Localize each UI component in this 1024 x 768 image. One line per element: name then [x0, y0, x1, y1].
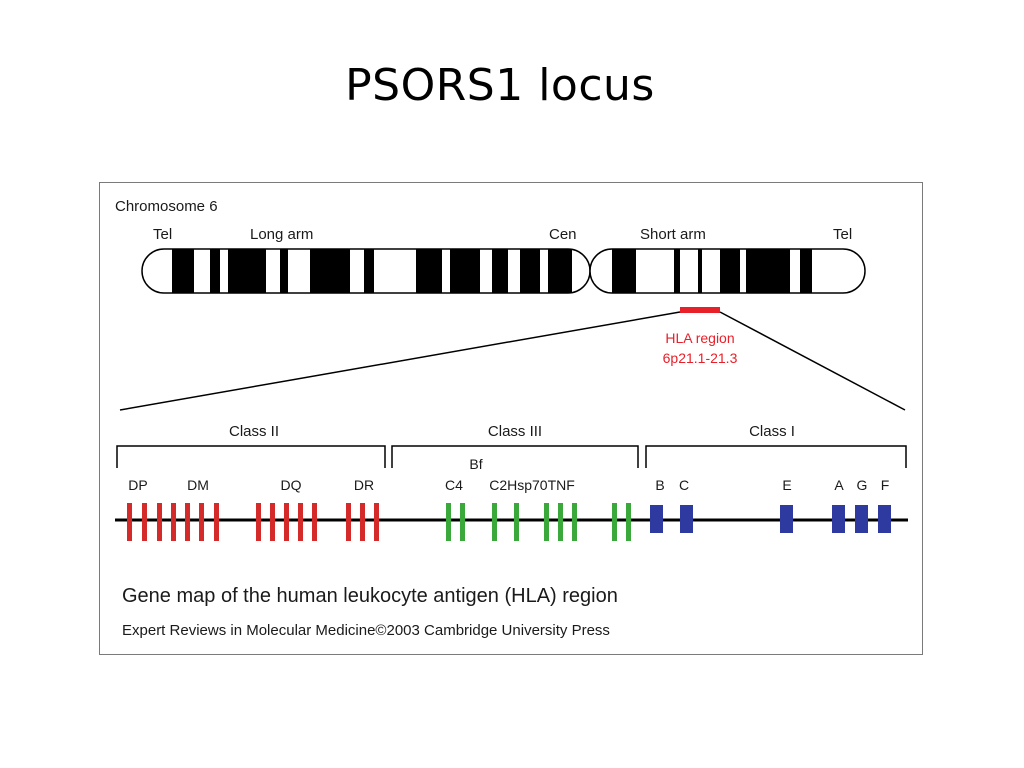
class-ii-gene-bar-15 — [374, 503, 379, 541]
class-iii-gene-bar-3 — [492, 503, 497, 541]
gene-label-a: A — [834, 477, 844, 493]
figure-caption: Gene map of the human leukocyte antigen … — [122, 585, 618, 607]
class-ii-gene-bar-9 — [270, 503, 275, 541]
class-i-gene-block-6 — [878, 505, 891, 533]
gene-label-b: B — [655, 477, 664, 493]
short-arm-label: Short arm — [640, 226, 706, 243]
class-iii-gene-bar-8 — [612, 503, 617, 541]
chromosome-long-arm — [141, 248, 591, 294]
class-ii-gene-bar-12 — [312, 503, 317, 541]
class-iii-label: Class III — [488, 423, 542, 440]
hla-region-marker — [680, 307, 720, 313]
zoom-line-right — [719, 311, 906, 411]
class-ii-gene-bar-10 — [284, 503, 289, 541]
gene-label-dr: DR — [354, 477, 374, 493]
long-arm-label: Long arm — [250, 226, 313, 243]
hla-diagram: Chromosome 6 Tel Long arm Cen Short arm … — [115, 198, 908, 639]
class-iii-gene-bar-2 — [460, 503, 465, 541]
gene-label-c4: C4 — [445, 477, 463, 493]
gene-label-e: E — [782, 477, 791, 493]
hla-region-label: HLA region — [665, 330, 734, 346]
zoom-line-left — [119, 311, 681, 411]
class-iii-gene-bar-5 — [544, 503, 549, 541]
class-ii-gene-bar-5 — [185, 503, 190, 541]
chromosome-short-arm — [589, 248, 866, 294]
gene-label-g: G — [857, 477, 868, 493]
class-ii-gene-bar-11 — [298, 503, 303, 541]
class-i-gene-block-4 — [832, 505, 845, 533]
slide-title: PSORS1 locus — [345, 60, 655, 111]
class-ii-gene-bar-14 — [360, 503, 365, 541]
class-i-gene-marks — [650, 505, 891, 533]
chromosome-label: Chromosome 6 — [115, 198, 218, 215]
class-iii-gene-bar-9 — [626, 503, 631, 541]
class-i-label: Class I — [749, 423, 795, 440]
gene-label-f: F — [881, 477, 890, 493]
tel-left-label: Tel — [153, 226, 172, 243]
class-ii-gene-bar-4 — [171, 503, 176, 541]
class-ii-bracket — [116, 445, 386, 468]
class-ii-gene-bar-1 — [127, 503, 132, 541]
class-ii-gene-bar-7 — [214, 503, 219, 541]
gene-label-dp: DP — [128, 477, 147, 493]
figure-credit: Expert Reviews in Molecular Medicine©200… — [122, 622, 610, 639]
gene-label-bf: Bf — [469, 456, 482, 472]
gene-label-dm: DM — [187, 477, 209, 493]
gene-label-dq: DQ — [281, 477, 302, 493]
class-ii-gene-bar-2 — [142, 503, 147, 541]
class-i-gene-block-5 — [855, 505, 868, 533]
class-ii-gene-bar-8 — [256, 503, 261, 541]
class-ii-gene-bar-13 — [346, 503, 351, 541]
class-i-bracket — [645, 445, 907, 468]
centromere-label: Cen — [549, 226, 577, 243]
class-iii-bracket — [391, 445, 639, 468]
gene-label-c2-hsp70-tnf: C2Hsp70TNF — [489, 477, 575, 493]
class-ii-label: Class II — [229, 423, 279, 440]
hla-gene-map-figure: Chromosome 6 Tel Long arm Cen Short arm … — [99, 182, 923, 655]
class-i-gene-block-2 — [680, 505, 693, 533]
hla-region-band-label: 6p21.1-21.3 — [663, 350, 738, 366]
class-ii-gene-bar-3 — [157, 503, 162, 541]
tel-right-label: Tel — [833, 226, 852, 243]
class-iii-gene-bar-6 — [558, 503, 563, 541]
class-i-gene-block-1 — [650, 505, 663, 533]
class-iii-gene-bar-7 — [572, 503, 577, 541]
class-ii-gene-bar-6 — [199, 503, 204, 541]
class-iii-gene-bar-1 — [446, 503, 451, 541]
class-ii-gene-marks — [127, 503, 379, 541]
class-iii-gene-marks — [446, 503, 631, 541]
class-iii-gene-bar-4 — [514, 503, 519, 541]
gene-label-c: C — [679, 477, 689, 493]
class-i-gene-block-3 — [780, 505, 793, 533]
